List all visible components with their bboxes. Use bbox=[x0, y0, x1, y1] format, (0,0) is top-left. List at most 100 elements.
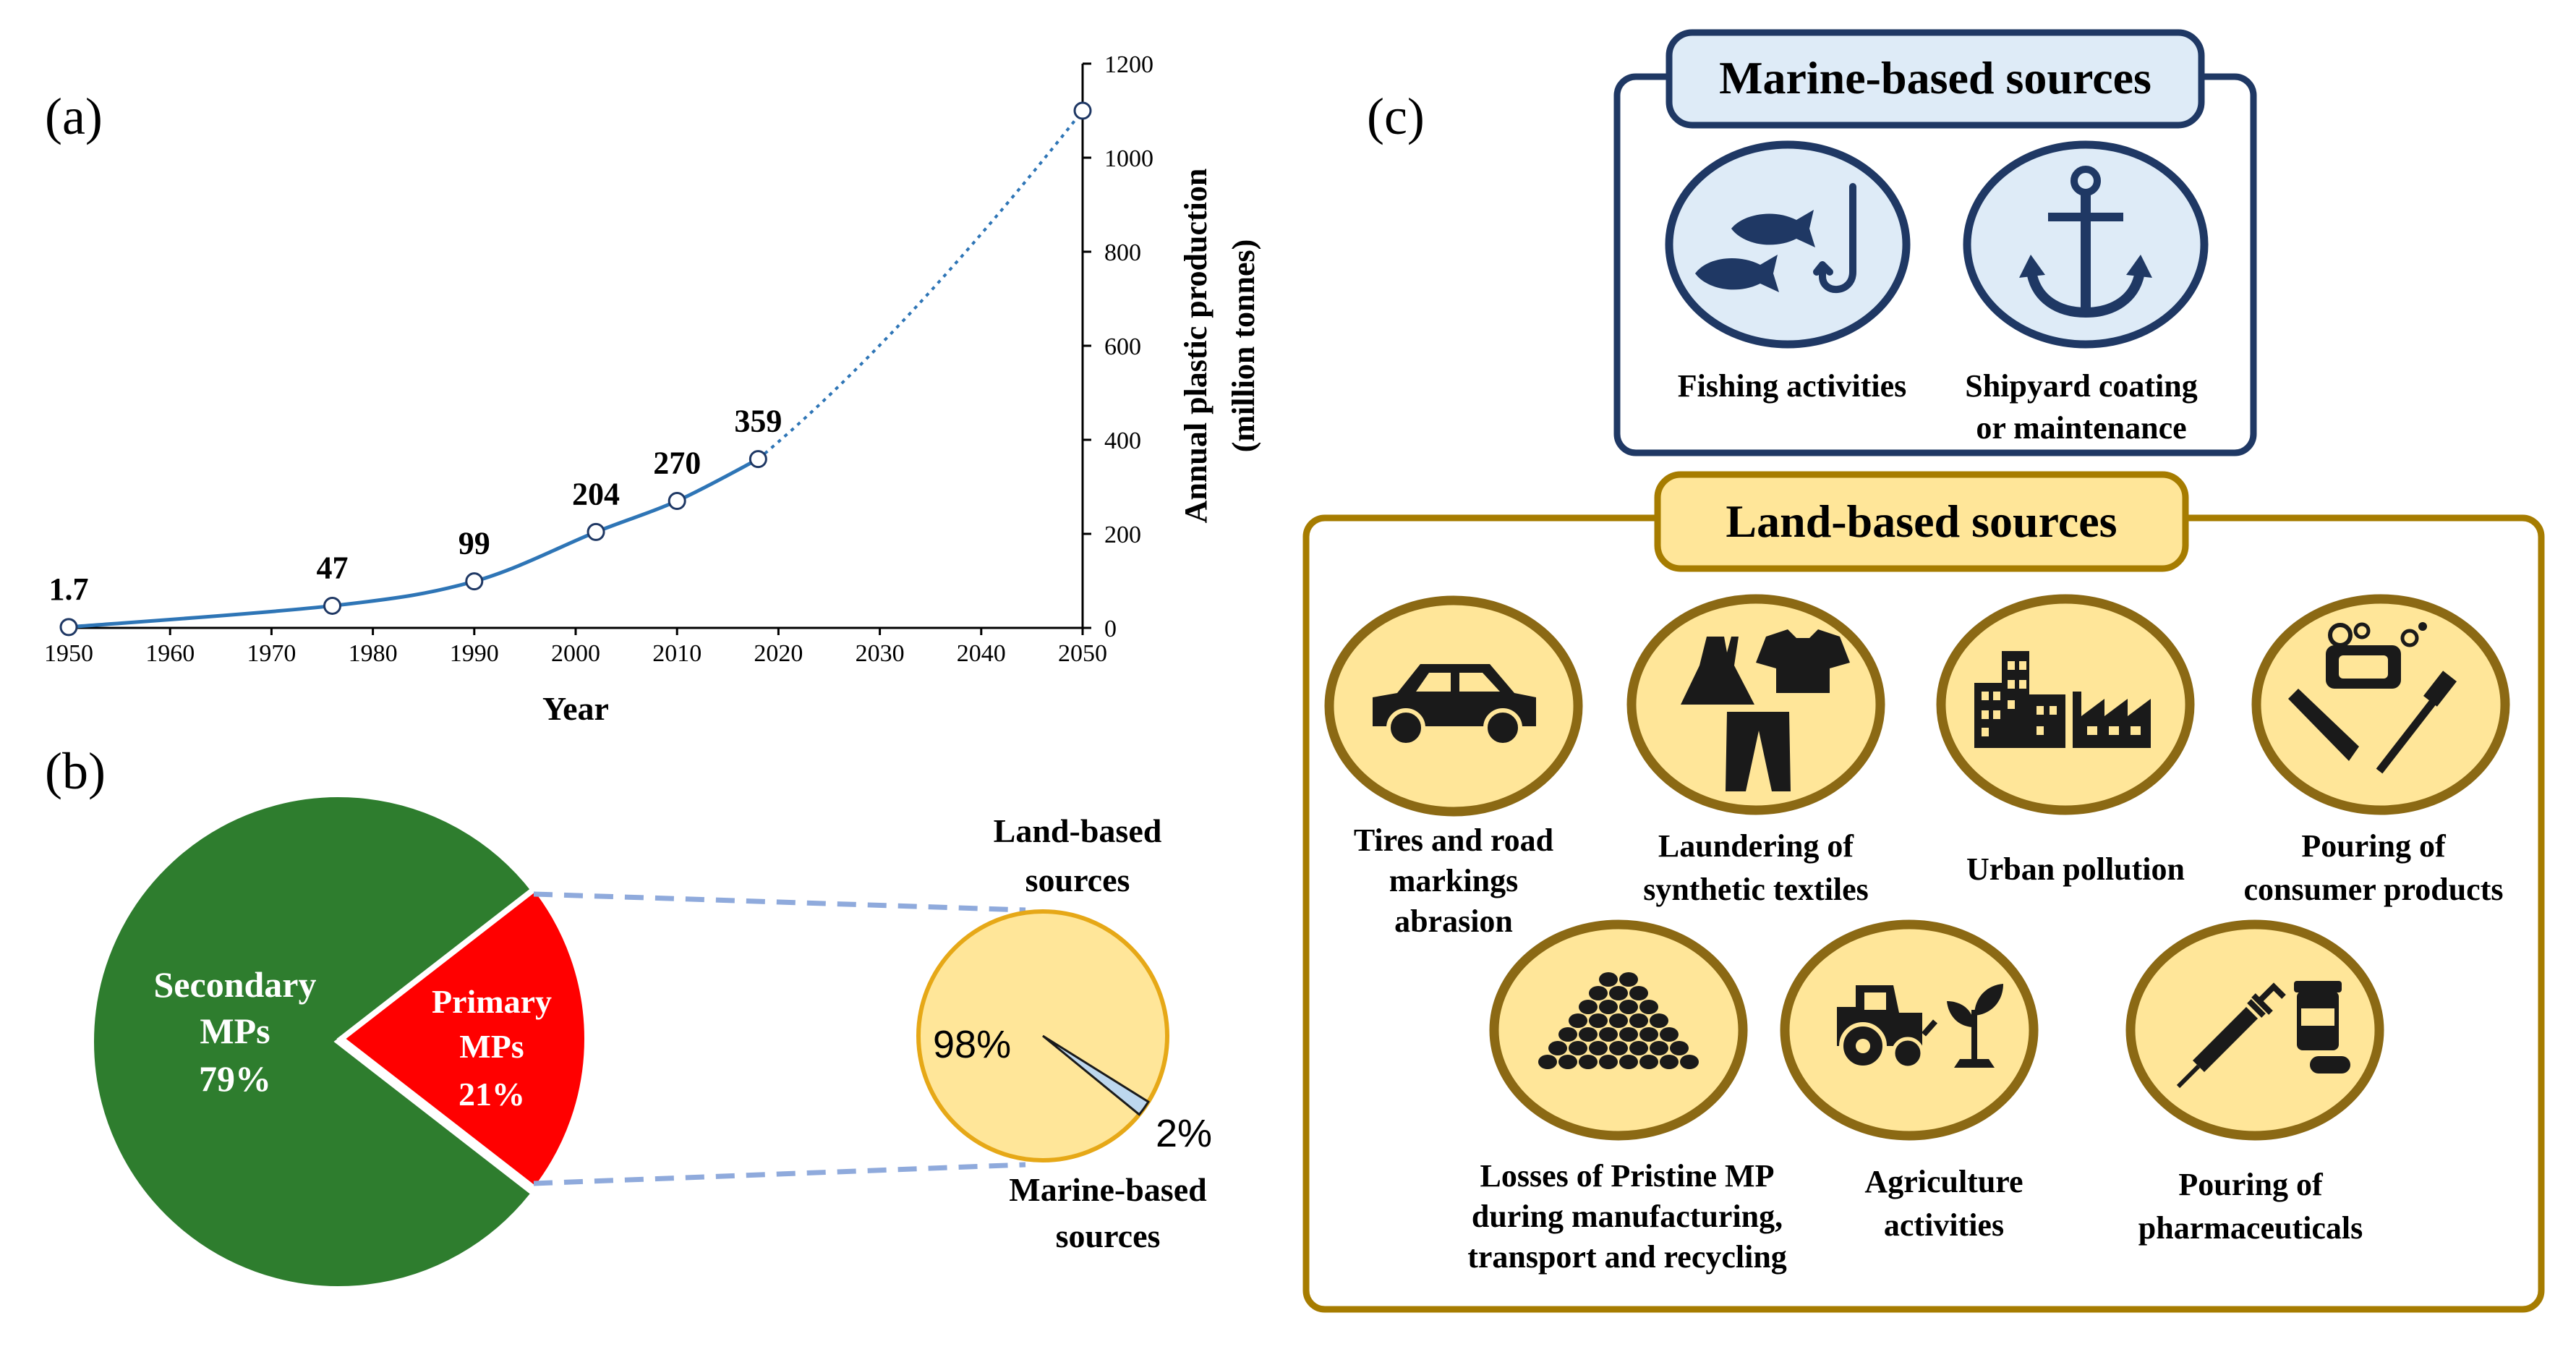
pellet bbox=[1650, 1041, 1668, 1055]
pellet bbox=[1609, 986, 1628, 1000]
data-point bbox=[465, 572, 484, 591]
pellet bbox=[1558, 1055, 1577, 1069]
y-tick-label: 800 bbox=[1104, 239, 1141, 266]
agriculture-label-line2: activities bbox=[1884, 1207, 2004, 1243]
tractor-plant-icon bbox=[1780, 919, 2039, 1141]
pellet bbox=[1619, 1000, 1638, 1014]
pellet bbox=[1619, 1055, 1638, 1069]
data-point bbox=[59, 618, 78, 637]
pellet bbox=[1569, 1041, 1587, 1055]
x-tick-label: 1980 bbox=[349, 640, 398, 667]
pellet bbox=[1579, 1055, 1598, 1069]
series-line-historic bbox=[68, 457, 759, 629]
y-tick-label: 0 bbox=[1104, 616, 1117, 642]
x-tick-label: 2050 bbox=[1058, 640, 1107, 667]
x-tick-label: 2040 bbox=[957, 640, 1006, 667]
pellet bbox=[1579, 1027, 1598, 1042]
pellet bbox=[1670, 1041, 1689, 1055]
pristine-label-line2: during manufacturing, bbox=[1472, 1199, 1783, 1234]
panel-label-c: (c) bbox=[1367, 88, 1425, 145]
laundering-label-line2: synthetic textiles bbox=[1643, 872, 1869, 907]
x-tick-label: 2000 bbox=[551, 640, 600, 667]
label-primary-line2: MPs bbox=[459, 1028, 524, 1065]
pellet bbox=[1609, 1041, 1628, 1055]
y-axis-title-line2: (million tonnes) bbox=[1226, 239, 1261, 453]
pellet bbox=[1639, 1027, 1658, 1042]
data-point-projection bbox=[1073, 101, 1092, 120]
data-label: 270 bbox=[653, 446, 701, 481]
y-axis-title-line1: Annual plastic production bbox=[1178, 169, 1214, 524]
data-point bbox=[749, 450, 767, 469]
pristine-label-line1: Losses of Pristine MP bbox=[1480, 1158, 1775, 1194]
pellet bbox=[1589, 1013, 1608, 1028]
city-factory-icon bbox=[1936, 594, 2195, 815]
label-primary-pct: 21% bbox=[459, 1076, 525, 1113]
consumer-label-line1: Pouring of bbox=[2301, 828, 2447, 864]
data-label: 47 bbox=[317, 550, 349, 585]
pellet bbox=[1599, 972, 1618, 987]
x-tick-label: 1970 bbox=[247, 640, 296, 667]
pellet bbox=[1589, 986, 1608, 1000]
label-secondary-line2: MPs bbox=[200, 1011, 270, 1051]
pellet bbox=[1619, 1027, 1638, 1042]
x-tick-label: 2020 bbox=[754, 640, 803, 667]
label-marine-line2: sources bbox=[1056, 1217, 1161, 1254]
marine-title: Marine-based sources bbox=[1719, 52, 2151, 103]
pellet bbox=[1629, 986, 1648, 1000]
shipyard-label-line2: or maintenance bbox=[1976, 410, 2186, 446]
pharma-label-line2: pharmaceuticals bbox=[2138, 1210, 2363, 1246]
label-primary-line1: Primary bbox=[432, 983, 552, 1020]
pellet bbox=[1599, 1027, 1618, 1042]
pristine-label-line3: transport and recycling bbox=[1467, 1239, 1787, 1275]
marine-title-box bbox=[1666, 29, 2205, 129]
pellet bbox=[1538, 1055, 1557, 1069]
pellet bbox=[1629, 1013, 1648, 1028]
x-tick-label: 1950 bbox=[44, 640, 93, 667]
connector-bottom bbox=[533, 1162, 1026, 1186]
pellet bbox=[1589, 1041, 1608, 1055]
pellet bbox=[1579, 1000, 1598, 1014]
label-secondary-pct: 79% bbox=[199, 1058, 271, 1099]
fishing-label: Fishing activities bbox=[1678, 368, 1907, 404]
series-line-projection bbox=[757, 109, 1084, 461]
x-tick-label: 2030 bbox=[856, 640, 905, 667]
pellet bbox=[1660, 1055, 1679, 1069]
label-land-line1: Land-based bbox=[994, 812, 1162, 849]
tires-label-line2: markings bbox=[1389, 863, 1518, 898]
pellet bbox=[1650, 1013, 1668, 1028]
pellet bbox=[1609, 1013, 1628, 1028]
panel-label-a: (a) bbox=[45, 88, 103, 145]
pellet bbox=[1639, 1055, 1658, 1069]
x-axis-title: Year bbox=[542, 690, 609, 727]
anchor-icon bbox=[1963, 140, 2209, 349]
pellet bbox=[1548, 1041, 1567, 1055]
panel-label-b: (b) bbox=[45, 742, 106, 800]
connector-top bbox=[533, 891, 1026, 913]
pie-slice-primary-mps bbox=[336, 883, 591, 1194]
y-tick-label: 600 bbox=[1104, 333, 1141, 360]
x-tick-label: 1960 bbox=[145, 640, 195, 667]
pellet-pile-icon bbox=[1489, 919, 1748, 1141]
fish-hook-icon bbox=[1665, 140, 1911, 349]
consumer-label-line2: consumer products bbox=[2244, 872, 2504, 907]
x-tick-label: 2010 bbox=[652, 640, 701, 667]
tires-label-line3: abrasion bbox=[1394, 904, 1513, 939]
data-point bbox=[323, 596, 342, 615]
soap-toothbrush-icon bbox=[2251, 594, 2510, 815]
y-tick-label: 400 bbox=[1104, 428, 1141, 454]
clothing-icon bbox=[1626, 594, 1885, 815]
y-tick-label: 200 bbox=[1104, 522, 1141, 548]
tires-label-line1: Tires and road bbox=[1354, 822, 1553, 858]
land-title: Land-based sources bbox=[1726, 496, 2117, 547]
data-label: 204 bbox=[572, 476, 620, 511]
y-tick-label: 1000 bbox=[1104, 145, 1153, 172]
pellet bbox=[1558, 1027, 1577, 1042]
pellet bbox=[1599, 1055, 1618, 1069]
data-point bbox=[668, 492, 686, 510]
pellet bbox=[1569, 1013, 1587, 1028]
y-tick-label: 1200 bbox=[1104, 51, 1153, 78]
urban-label: Urban pollution bbox=[1966, 851, 2185, 887]
pellet bbox=[1660, 1027, 1679, 1042]
pellet bbox=[1599, 1000, 1618, 1014]
